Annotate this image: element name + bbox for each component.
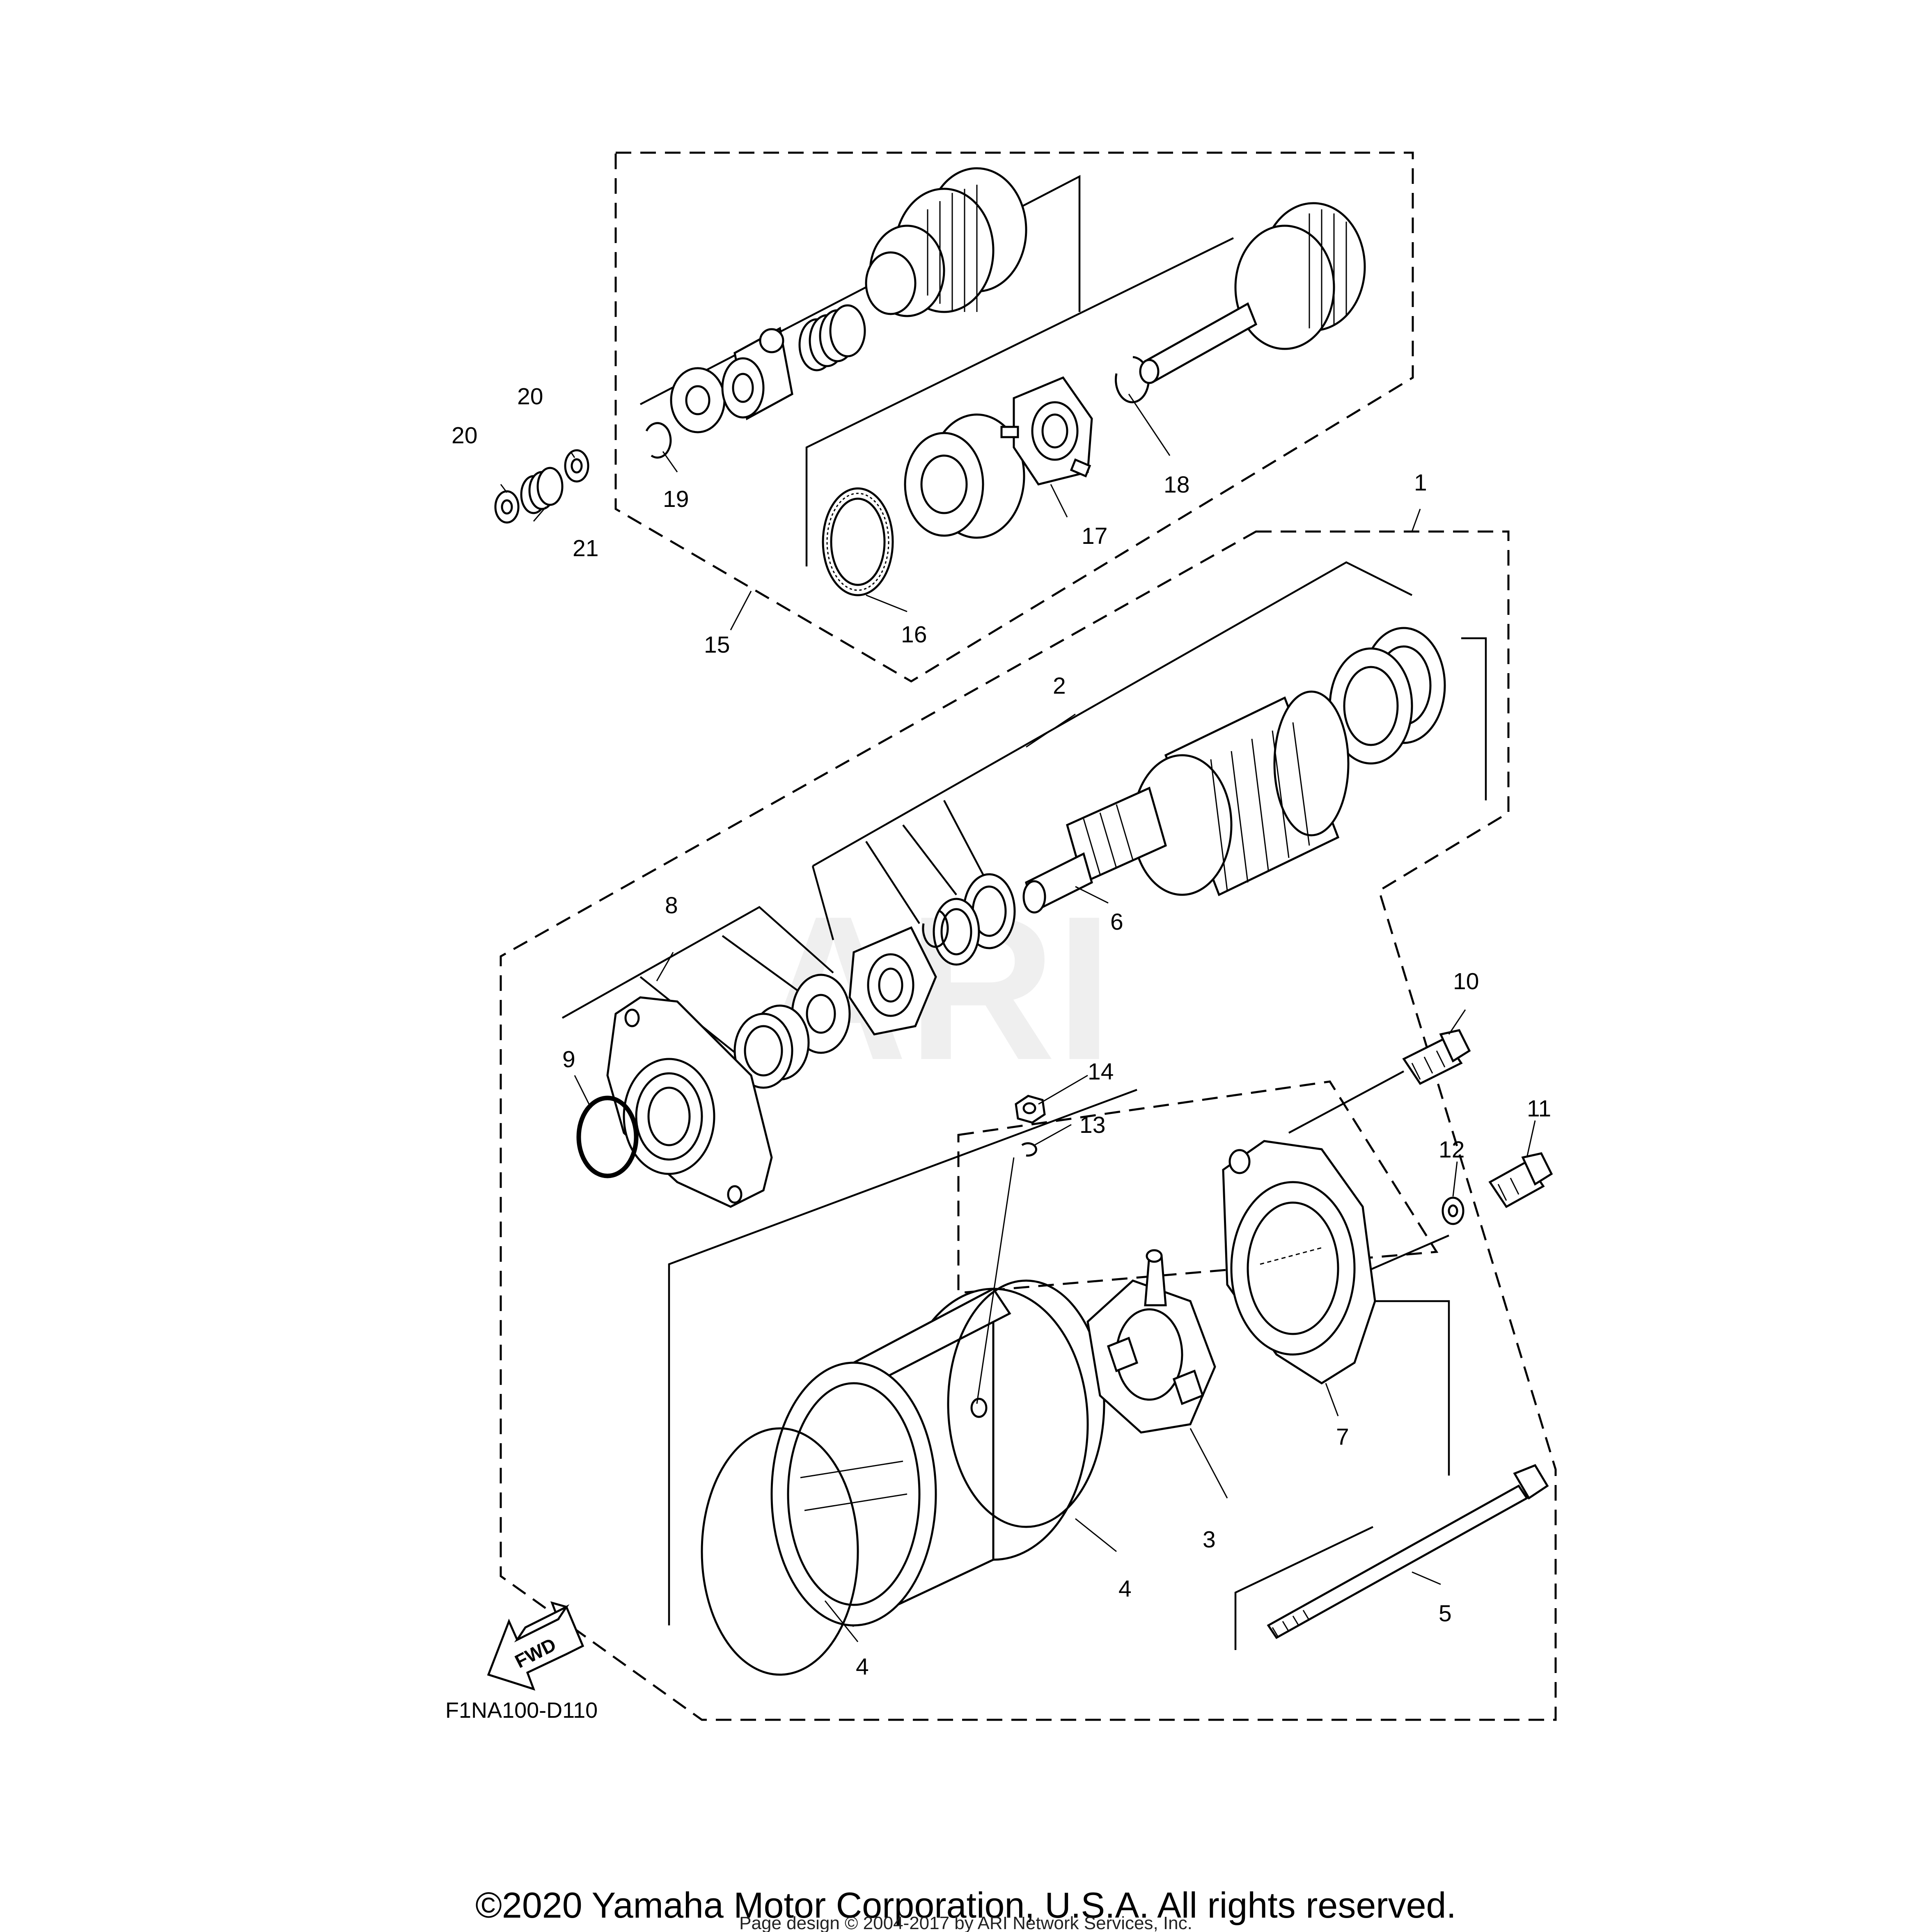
callout-21: 21 — [573, 535, 598, 561]
callout-18: 18 — [1164, 472, 1189, 498]
washer-12 — [1442, 1196, 1464, 1225]
callout-4-lower: 4 — [856, 1654, 869, 1680]
group-13-14-boundary — [957, 1080, 1439, 1294]
diagram-code: F1NA100-D110 — [445, 1698, 598, 1723]
callout-10: 10 — [1453, 968, 1479, 995]
callout-9: 9 — [562, 1046, 575, 1073]
callout-6: 6 — [1110, 909, 1123, 935]
callout-20-left: 20 — [451, 422, 477, 449]
starter-yoke — [770, 1287, 1089, 1627]
bracket-1-lower — [668, 1089, 1137, 1625]
armature-2 — [1022, 627, 1446, 914]
o-ring-4-rear — [947, 1279, 1105, 1528]
callout-13: 13 — [1079, 1112, 1105, 1138]
washer-13 — [1021, 1142, 1037, 1157]
circlip-19 — [645, 422, 672, 459]
callout-1: 1 — [1414, 470, 1427, 496]
page-design-credit: Page design © 2004-2017 by ARI Network S… — [739, 1913, 1192, 1932]
needle-bearing-16 — [822, 487, 894, 596]
copyright-text: ©2020 Yamaha Motor Corporation, U.S.A. A… — [475, 1885, 1456, 1925]
washer-stack — [922, 873, 1016, 966]
callout-15: 15 — [704, 632, 730, 658]
callout-leaders — [500, 394, 1536, 1642]
group-1-boundary — [500, 530, 1557, 1721]
callout-7: 7 — [1336, 1424, 1349, 1450]
bracket-2-right — [1461, 637, 1487, 800]
clutch-cup — [904, 413, 1025, 539]
bolt-10 — [1402, 1029, 1471, 1085]
callout-4-upper: 4 — [1118, 1576, 1132, 1602]
starter-clutch-gear — [865, 167, 1027, 317]
brush-holder-3 — [1086, 1249, 1216, 1434]
callout-2: 2 — [1053, 673, 1066, 699]
callout-5: 5 — [1439, 1600, 1452, 1627]
bracket-2-washers — [811, 800, 986, 940]
callout-11: 11 — [1527, 1095, 1551, 1122]
washer-20-left — [494, 490, 520, 524]
group-15-boundary — [614, 151, 1414, 683]
bracket-7-right — [1367, 1300, 1450, 1476]
callout-8: 8 — [665, 892, 678, 919]
bracket-15-bottom — [805, 237, 1234, 566]
retainer-17 — [1000, 376, 1093, 486]
bracket-15-top — [639, 175, 1081, 405]
nut-14 — [1015, 1095, 1046, 1124]
callout-17: 17 — [1082, 523, 1107, 549]
through-bolt-5 — [1267, 1464, 1549, 1639]
washer-20-right — [564, 449, 589, 483]
bracket-2 — [812, 561, 1413, 867]
rear-cover-7 — [1222, 1140, 1376, 1384]
callout-20-right: 20 — [517, 383, 543, 410]
front-cover-8 — [606, 996, 773, 1208]
clutch-spring — [798, 304, 866, 371]
bolt-11 — [1488, 1152, 1553, 1208]
needle-bearing-8 — [733, 1004, 810, 1089]
spring-21 — [520, 467, 564, 514]
bracket-5 — [1234, 1526, 1373, 1650]
callout-3: 3 — [1203, 1526, 1216, 1553]
callout-14: 14 — [1088, 1059, 1114, 1085]
callout-16: 16 — [901, 621, 927, 648]
callout-12: 12 — [1439, 1137, 1464, 1163]
bearing-ring — [670, 367, 726, 433]
retainer-plate — [848, 926, 937, 1036]
fwd-arrow: FWD — [487, 1601, 584, 1691]
callout-19: 19 — [663, 486, 689, 512]
o-ring-9 — [576, 1095, 639, 1178]
clutch-collar — [721, 327, 793, 420]
o-ring-4-front — [701, 1427, 859, 1676]
clutch-shaft-gear — [1139, 202, 1366, 384]
